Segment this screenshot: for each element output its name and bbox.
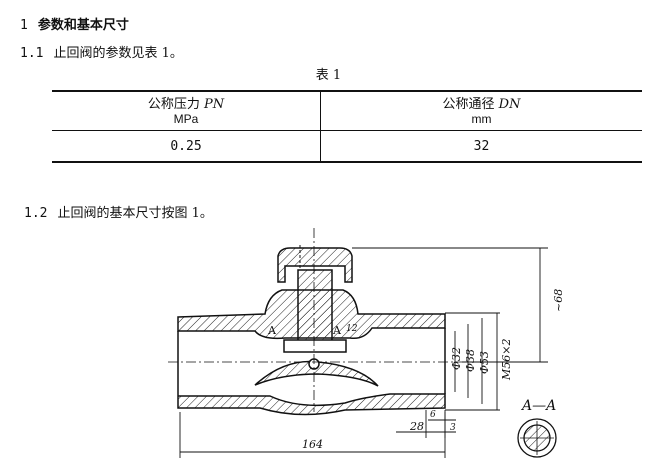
centre-lines (168, 228, 462, 412)
dim-height: ~68 (552, 289, 565, 312)
dim-length: 164 (302, 438, 323, 451)
header-pressure-name: 公称压力 (147, 97, 200, 112)
section-view-a-a (517, 418, 557, 458)
clause-1-2-number: 1.2 (24, 206, 48, 221)
bonnet-cap (277, 247, 353, 283)
clause-1-1-text: 止回阀的参数见表 1。 (53, 46, 183, 61)
clause-1-2-text: 止回阀的基本尺寸按图 1。 (57, 206, 213, 221)
unit-diameter: mm (471, 112, 492, 126)
unit-pressure: MPa (52, 112, 321, 131)
header-pressure: 公称压力 PN (52, 90, 321, 112)
dim-6: 6 (430, 410, 436, 420)
body-lower-wall (177, 392, 446, 416)
header-pressure-symbol: PN (204, 97, 225, 112)
clause-1-1-number: 1.1 (20, 46, 44, 61)
value-diameter: 32 (320, 130, 642, 163)
header-diameter-symbol: DN (498, 97, 521, 112)
section-heading: 1 参数和基本尺寸 (20, 14, 129, 33)
dim-12: 12 (346, 324, 358, 334)
diameter-dimensions (352, 247, 548, 411)
dim-28: 28 (409, 420, 424, 433)
body-partition (254, 360, 379, 387)
clause-1-1: 1.1 止回阀的参数见表 1。 (20, 42, 183, 61)
table-caption: 表 1 (315, 68, 342, 83)
value-pressure: 0.25 (52, 130, 321, 163)
header-diameter-name: 公称通径 (442, 97, 495, 112)
dim-d53: Φ53 (478, 351, 491, 374)
dim-d32: Φ32 (450, 347, 463, 370)
parameter-table: 公称压力 PN 公称通径 DN MPa mm 0.25 32 (52, 90, 642, 163)
dim-3: 3 (450, 423, 456, 433)
section-number: 1 (20, 18, 28, 33)
section-title: 参数和基本尺寸 (37, 18, 129, 33)
valve-disc-seat (283, 339, 347, 353)
length-dimensions (179, 410, 456, 458)
dim-d38: Φ38 (464, 349, 477, 372)
section-mark-right: A (332, 324, 342, 337)
valve-disc-stem (297, 269, 333, 345)
dim-thread: M56×2 (500, 339, 513, 381)
section-mark-left: A (267, 324, 277, 337)
header-diameter: 公称通径 DN (320, 90, 642, 112)
section-view-label: A—A (520, 398, 556, 414)
clause-1-2: 1.2 止回阀的基本尺寸按图 1。 (24, 202, 213, 221)
valve-bonnet (277, 244, 353, 370)
